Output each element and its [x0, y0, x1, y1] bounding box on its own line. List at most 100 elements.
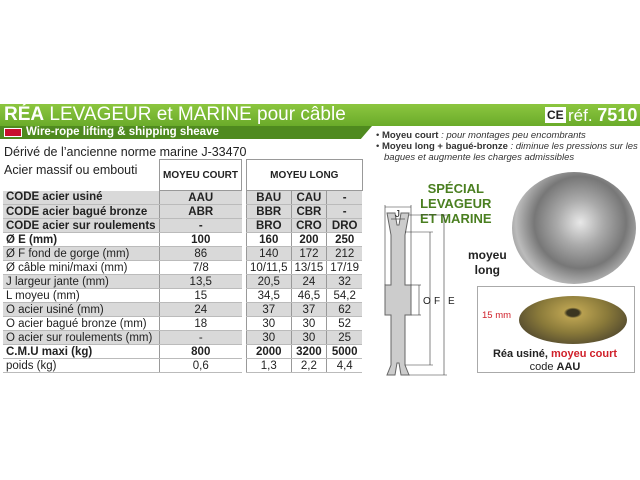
- subtitle: Wire-rope lifting & shipping sheave: [26, 126, 219, 138]
- header-moyeu-long: MOYEU LONG: [246, 159, 363, 191]
- cell-value: 30: [290, 330, 327, 345]
- cell-value: DRO: [326, 218, 363, 233]
- row-label: J largeur jante (mm): [3, 274, 160, 289]
- derivation-text: Dérivé de l’ancienne norme marine J-3347…: [4, 145, 247, 159]
- row-label: O acier sur roulements (mm): [3, 330, 160, 345]
- page-title: RÉA LEVAGEUR et MARINE pour câble: [4, 104, 346, 125]
- cell-value: -: [159, 218, 242, 233]
- cell-value: 2,2: [290, 358, 327, 373]
- cell-value: BAU: [246, 190, 292, 205]
- cell-value: 15: [159, 288, 242, 303]
- cell-value: 62: [326, 302, 363, 317]
- ce-mark: CE: [545, 107, 566, 123]
- subtitle-bar: [0, 126, 372, 139]
- row-label: C.M.U maxi (kg): [3, 344, 160, 359]
- row-label: O acier usiné (mm): [3, 302, 160, 317]
- uk-flag-icon: [4, 128, 22, 137]
- cell-value: 30: [246, 316, 292, 331]
- cell-value: 54,2: [326, 288, 363, 303]
- row-label: CODE acier bagué bronze: [3, 204, 160, 219]
- cell-value: 800: [159, 344, 242, 359]
- cell-value: 3200: [290, 344, 327, 359]
- cell-value: ABR: [159, 204, 242, 219]
- row-label: O acier bagué bronze (mm): [3, 316, 160, 331]
- short-hub-photo: [519, 296, 627, 344]
- dim-O: O: [423, 296, 431, 307]
- cell-value: 25: [326, 330, 363, 345]
- cell-value: AAU: [159, 190, 242, 205]
- cell-value: 4,4: [326, 358, 363, 373]
- dim-J: J: [395, 209, 400, 220]
- cell-value: 86: [159, 246, 242, 261]
- cell-value: 100: [159, 232, 242, 247]
- cell-value: 24: [159, 302, 242, 317]
- cell-value: 30: [290, 316, 327, 331]
- short-hub-box: [477, 286, 635, 373]
- dim-F: F: [434, 296, 440, 307]
- cell-value: CBR: [290, 204, 327, 219]
- cell-value: 2000: [246, 344, 292, 359]
- cell-value: BRO: [246, 218, 292, 233]
- cell-value: 18: [159, 316, 242, 331]
- row-label: L moyeu (mm): [3, 288, 160, 303]
- cell-value: -: [326, 190, 363, 205]
- cell-value: 0,6: [159, 358, 242, 373]
- cell-value: 10/11,5: [246, 260, 292, 275]
- bullet-item: • Moyeu court : pour montages peu encomb…: [376, 130, 586, 141]
- cell-value: 37: [246, 302, 292, 317]
- row-label: CODE acier sur roulements: [3, 218, 160, 233]
- cell-value: 32: [326, 274, 363, 289]
- cell-value: 34,5: [246, 288, 292, 303]
- feature-list: • Moyeu court : pour montages peu encomb…: [376, 130, 640, 163]
- cell-value: 172: [290, 246, 327, 261]
- cell-value: 17/19: [326, 260, 363, 275]
- dimension-15mm: 15 mm: [482, 310, 512, 321]
- cell-value: -: [159, 330, 242, 345]
- cell-value: 5000: [326, 344, 363, 359]
- cell-value: 20,5: [246, 274, 292, 289]
- cell-value: BBR: [246, 204, 292, 219]
- cell-value: 7/8: [159, 260, 242, 275]
- material-text: Acier massif ou embouti: [4, 163, 138, 177]
- cell-value: 13/15: [290, 260, 327, 275]
- long-hub-photo: [512, 172, 636, 284]
- cell-value: CRO: [290, 218, 327, 233]
- row-label: CODE acier usiné: [3, 190, 160, 205]
- reference: réf. 7510: [568, 105, 638, 125]
- header-moyeu-court: MOYEU COURT: [159, 159, 242, 191]
- row-label: Ø F fond de gorge (mm): [3, 246, 160, 261]
- sheave-diagram: L J O F E: [384, 205, 455, 376]
- cell-value: 1,3: [246, 358, 292, 373]
- cell-value: 46,5: [290, 288, 327, 303]
- cell-value: -: [326, 204, 363, 219]
- cell-value: 200: [290, 232, 327, 247]
- cell-value: 140: [246, 246, 292, 261]
- cell-value: 250: [326, 232, 363, 247]
- row-label: Ø câble mini/maxi (mm): [3, 260, 160, 275]
- cell-value: 37: [290, 302, 327, 317]
- cell-value: 52: [326, 316, 363, 331]
- bullet-item: • Moyeu long + bagué-bronze : diminue le…: [376, 141, 638, 163]
- cell-value: 212: [326, 246, 363, 261]
- row-label: Ø E (mm): [3, 232, 160, 247]
- cell-value: 160: [246, 232, 292, 247]
- cell-value: 13,5: [159, 274, 242, 289]
- title-banner: [0, 104, 640, 126]
- row-label: poids (kg): [3, 358, 160, 373]
- cell-value: CAU: [290, 190, 327, 205]
